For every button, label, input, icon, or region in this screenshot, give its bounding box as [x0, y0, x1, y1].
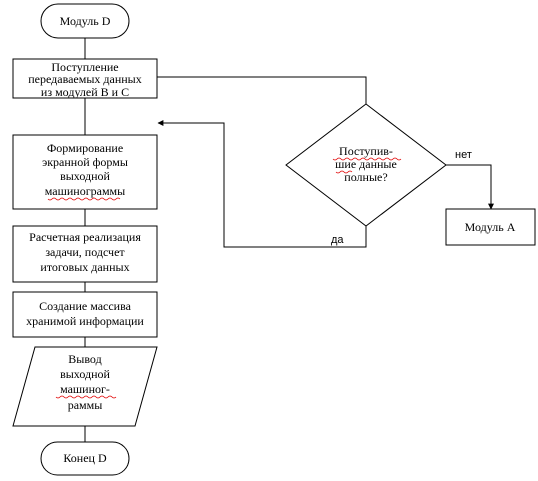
output-line-2: выходной — [60, 367, 110, 381]
edge-decision-no-moduleA — [446, 164, 494, 210]
end-terminator: Конец D — [40, 441, 130, 476]
form-line-4: машинограммы — [45, 184, 125, 198]
output-line-4: раммы — [68, 398, 103, 412]
start-terminator: Модуль D — [40, 3, 130, 39]
spellcheck-underline — [47, 197, 121, 201]
form-process: Формирование экранной формы выходной маш… — [12, 134, 158, 210]
spellcheck-underline — [335, 170, 353, 174]
start-label: Модуль D — [60, 14, 111, 28]
spellcheck-underline — [55, 395, 117, 399]
edge-label-no: нет — [455, 149, 472, 161]
edge-label-yes: да — [331, 234, 344, 246]
array-process: Создание массива хранимой информации — [12, 291, 158, 338]
output-line-1: Вывод — [68, 352, 101, 366]
edge-receive-decision — [157, 76, 367, 104]
module-a-label: Модуль А — [465, 220, 516, 234]
form-line-1: Формирование — [47, 141, 123, 155]
decision-line-2: шие данные — [335, 157, 397, 171]
array-line-2: хранимой информации — [26, 314, 144, 328]
output-line-3: машиног- — [60, 382, 110, 396]
decision-line-3: полные? — [344, 170, 387, 184]
calc-line-1: Расчетная реализация — [29, 230, 141, 244]
receive-line-2: передаваемых данных — [28, 72, 142, 86]
form-line-2: экранной формы — [42, 155, 128, 169]
edge-decision-yes-loop — [157, 120, 367, 248]
receive-line-3: из модулей В и С — [41, 85, 129, 99]
decision-diamond: Поступив- шие данные полные? — [285, 103, 447, 227]
module-a-process: Модуль А — [445, 208, 536, 246]
form-line-3: выходной — [60, 169, 110, 183]
decision-line-1: Поступив- — [339, 144, 393, 158]
spellcheck-underline — [332, 157, 402, 161]
array-line-1: Создание массива — [39, 299, 132, 313]
receive-process: Поступление передаваемых данных из модул… — [12, 58, 158, 99]
calc-process: Расчетная реализация задачи, подсчет ито… — [12, 225, 158, 283]
calc-line-2: задачи, подсчет — [45, 245, 125, 259]
end-label: Конец D — [63, 451, 107, 465]
output-io: Вывод выходной машиног- раммы — [12, 346, 158, 427]
connectors — [84, 38, 494, 442]
calc-line-3: итоговых данных — [40, 260, 129, 274]
receive-line-1: Поступление — [51, 60, 118, 74]
